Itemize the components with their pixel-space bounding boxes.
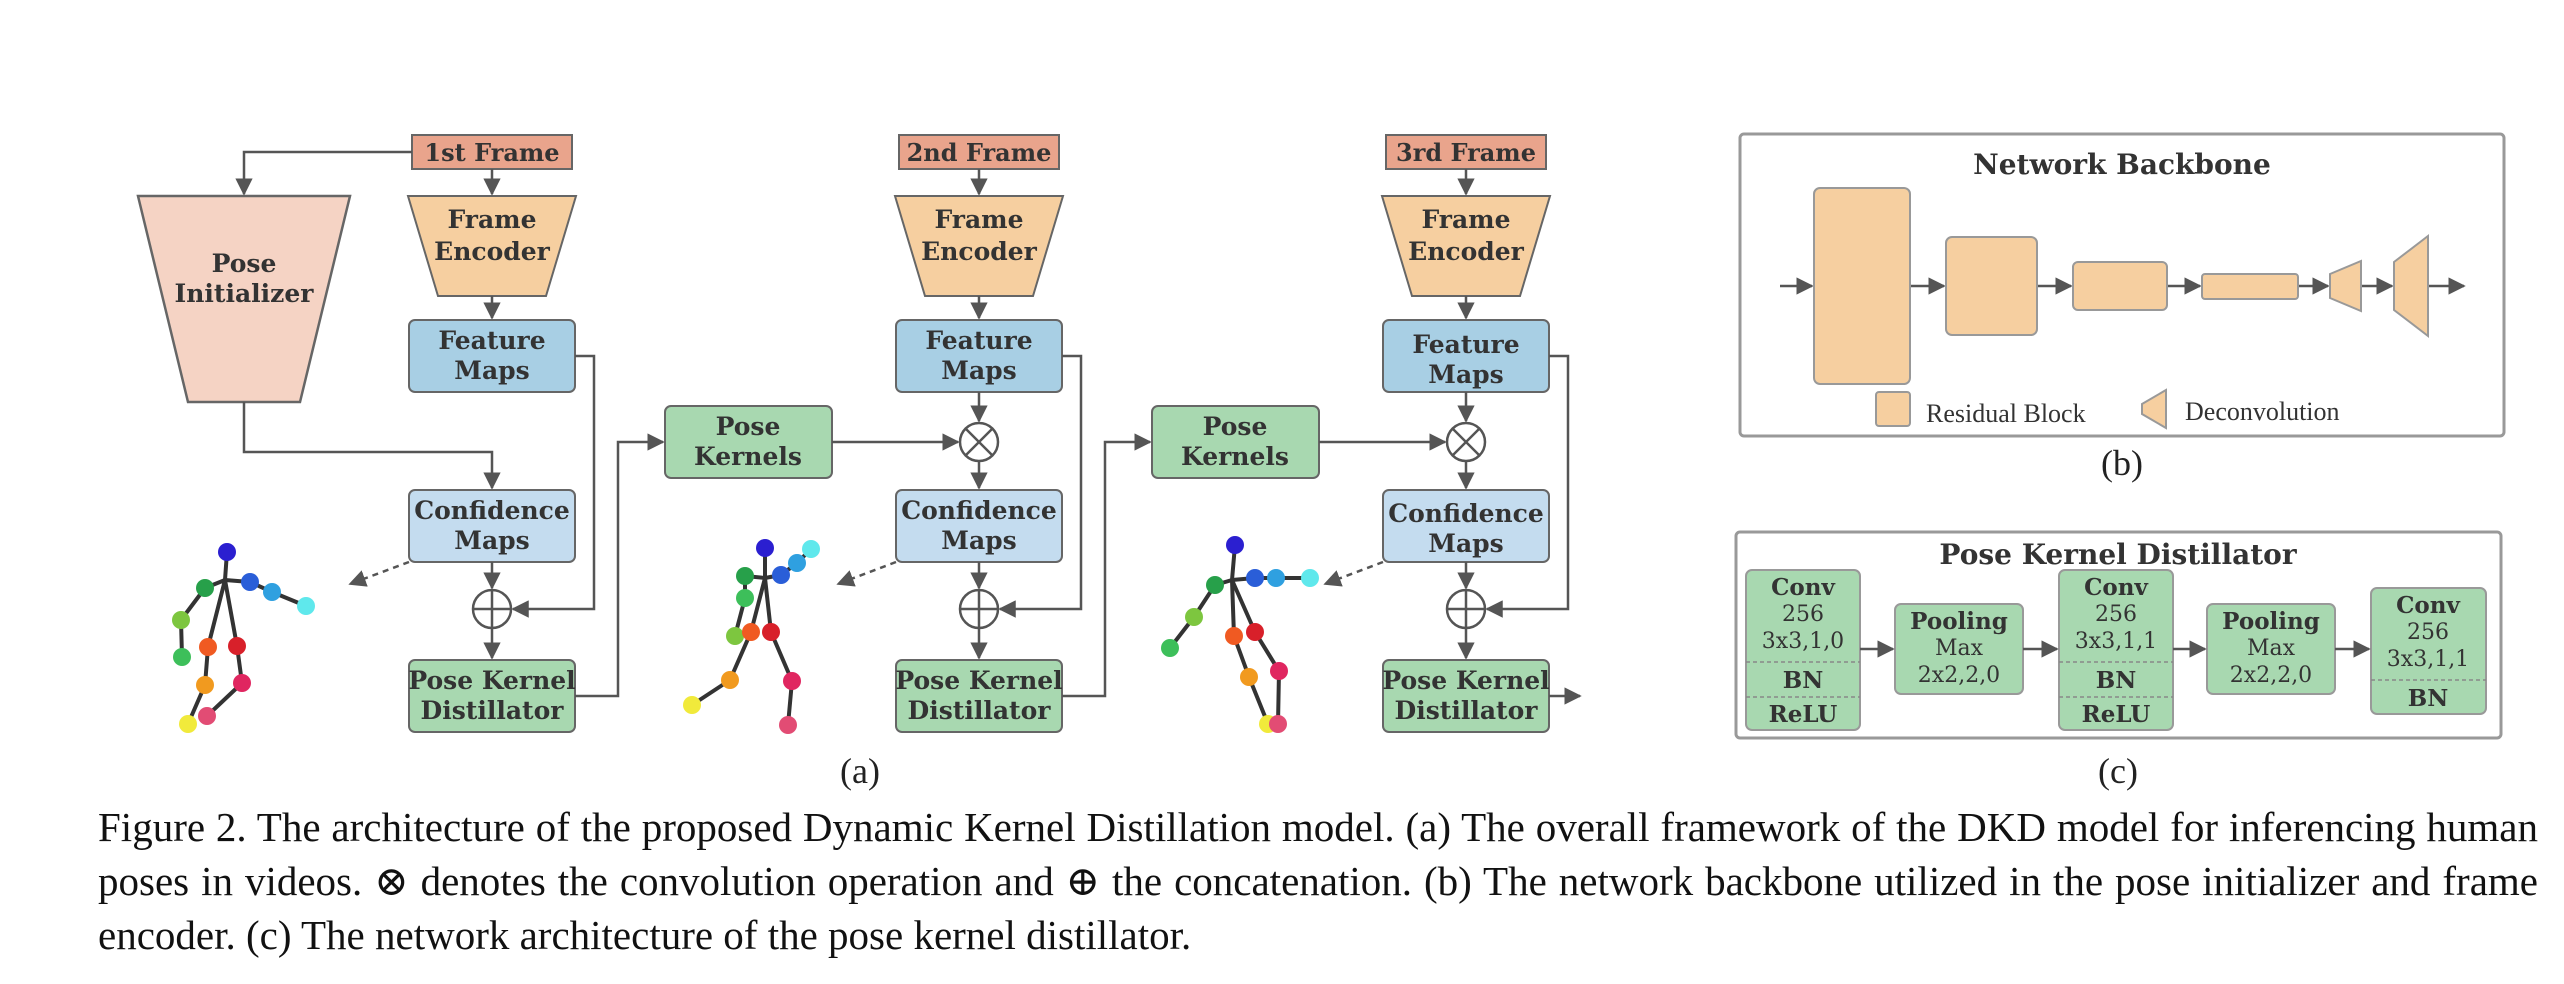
pooling-1-type: Max bbox=[1935, 636, 1984, 661]
frame-encoder-2-label-1: Frame bbox=[934, 205, 1023, 234]
pooling-2-params: 2x2,2,0 bbox=[2230, 663, 2312, 688]
residual-block-4 bbox=[2201, 273, 2299, 300]
residual-block-2 bbox=[1945, 236, 2038, 336]
deconvolution-1 bbox=[2329, 259, 2362, 313]
residual-block-3 bbox=[2072, 261, 2168, 311]
conv-1-channels: 256 bbox=[1782, 602, 1824, 627]
conv-2-label: Conv bbox=[2084, 574, 2148, 601]
pose-skeleton-2 bbox=[683, 539, 820, 734]
confidence-maps-2-label-2: Maps bbox=[941, 526, 1016, 555]
pkd-conv-block-2: Conv 256 3x3,1,1 BN ReLU bbox=[2058, 569, 2174, 731]
conv-3-label: Conv bbox=[2396, 592, 2460, 619]
frame-encoder-3-label-2: Encoder bbox=[1408, 237, 1525, 266]
pkd-3-label-2: Distillator bbox=[1395, 696, 1539, 725]
pkd-conv-block-3: Conv 256 3x3,1,1 BN bbox=[2370, 587, 2487, 715]
panel-a-caption: (a) bbox=[840, 751, 880, 791]
frame-3-label: 3rd Frame bbox=[1396, 138, 1536, 167]
panel-a: Pose Initializer 1st Frame Frame Encoder… bbox=[136, 134, 1582, 791]
column-frame-2: 2nd Frame Frame Encoder Feature Maps Con… bbox=[893, 134, 1065, 733]
legend-deconvolution-label: Deconvolution bbox=[2185, 397, 2340, 426]
pkd-1-label-2: Distillator bbox=[421, 696, 565, 725]
panel-c-caption: (c) bbox=[2098, 751, 2138, 791]
pose-kernels-1: Pose Kernels bbox=[664, 405, 833, 479]
feature-maps-2-label-1: Feature bbox=[925, 326, 1032, 355]
pose-initializer-label-2: Initializer bbox=[175, 279, 315, 308]
pose-initializer: Pose Initializer bbox=[136, 194, 352, 404]
feature-maps-2-label-2: Maps bbox=[941, 356, 1016, 385]
confidence-maps-3-label-1: Confidence bbox=[1388, 499, 1544, 528]
column-frame-1: 1st Frame Frame Encoder Feature Maps Con… bbox=[406, 134, 578, 733]
connectors-a bbox=[235, 150, 1582, 705]
pose-kernel-distillator-title: Pose Kernel Distillator bbox=[1939, 538, 2297, 571]
pkd-1-label-1: Pose Kernel bbox=[408, 666, 575, 695]
pkd-pooling-block-1: Pooling Max 2x2,2,0 bbox=[1894, 603, 2024, 695]
pose-skeleton-1 bbox=[172, 543, 315, 733]
confidence-maps-1-label-1: Confidence bbox=[414, 496, 570, 525]
frame-2-label: 2nd Frame bbox=[907, 138, 1052, 167]
residual-block-1 bbox=[1813, 187, 1911, 385]
conv-2-params: 3x3,1,1 bbox=[2075, 629, 2157, 654]
conv-3-channels: 256 bbox=[2407, 620, 2449, 645]
pose-kernels-1-label-2: Kernels bbox=[694, 442, 802, 471]
pose-kernels-2-label-2: Kernels bbox=[1181, 442, 1289, 471]
frame-encoder-2-label-2: Encoder bbox=[921, 237, 1038, 266]
pose-kernels-1-label-1: Pose bbox=[716, 412, 781, 441]
frame-encoder-3-label-1: Frame bbox=[1421, 205, 1510, 234]
conv-1-params: 3x3,1,0 bbox=[1762, 629, 1844, 654]
pose-initializer-label-1: Pose bbox=[212, 249, 277, 278]
feature-maps-1-label-1: Feature bbox=[438, 326, 545, 355]
confidence-maps-3-label-2: Maps bbox=[1428, 529, 1503, 558]
conv-3-bn: BN bbox=[2408, 685, 2448, 712]
pooling-2-type: Max bbox=[2247, 636, 2296, 661]
legend-residual-swatch bbox=[1875, 391, 1911, 427]
feature-maps-3-label-1: Feature bbox=[1412, 330, 1519, 359]
conv-2-bn: BN bbox=[2096, 667, 2136, 694]
conv-1-label: Conv bbox=[1771, 574, 1835, 601]
confidence-maps-1-label-2: Maps bbox=[454, 526, 529, 555]
frame-encoder-1-label-1: Frame bbox=[447, 205, 536, 234]
pooling-2-label: Pooling bbox=[2222, 608, 2320, 635]
network-backbone-title: Network Backbone bbox=[1973, 148, 2271, 181]
feature-maps-1-label-2: Maps bbox=[454, 356, 529, 385]
panel-b-caption: (b) bbox=[2101, 443, 2143, 483]
pooling-1-label: Pooling bbox=[1910, 608, 2008, 635]
panel-b: Network Backbone Residual Block Deconvol… bbox=[1738, 132, 2506, 483]
pkd-2-label-1: Pose Kernel bbox=[895, 666, 1062, 695]
frame-encoder-1-label-2: Encoder bbox=[434, 237, 551, 266]
legend-deconv-swatch bbox=[2141, 388, 2167, 430]
conv-1-relu: ReLU bbox=[1769, 701, 1838, 728]
pose-kernels-2: Pose Kernels bbox=[1151, 405, 1320, 479]
confidence-maps-2-label-1: Confidence bbox=[901, 496, 1057, 525]
figure-caption-text: Figure 2. The architecture of the propos… bbox=[98, 804, 2538, 958]
conv-1-bn: BN bbox=[1783, 667, 1823, 694]
pose-kernels-2-label-1: Pose bbox=[1203, 412, 1268, 441]
column-frame-3: 3rd Frame Frame Encoder Feature Maps Con… bbox=[1380, 134, 1552, 733]
deconvolution-2 bbox=[2393, 233, 2429, 339]
pkd-pooling-block-2: Pooling Max 2x2,2,0 bbox=[2206, 603, 2336, 695]
conv-3-params: 3x3,1,1 bbox=[2387, 647, 2469, 672]
conv-2-relu: ReLU bbox=[2082, 701, 2151, 728]
conv-2-channels: 256 bbox=[2095, 602, 2137, 627]
pooling-1-params: 2x2,2,0 bbox=[1918, 663, 2000, 688]
panel-c: Pose Kernel Distillator Conv 256 3x3,1,0… bbox=[1734, 530, 2503, 791]
architecture-figure: Pose Initializer 1st Frame Frame Encoder… bbox=[136, 132, 2506, 791]
pkd-2-label-2: Distillator bbox=[908, 696, 1052, 725]
pose-skeleton-3 bbox=[1161, 536, 1319, 733]
figure-caption: Figure 2. The architecture of the propos… bbox=[98, 800, 2538, 962]
pkd-conv-block-1: Conv 256 3x3,1,0 BN ReLU bbox=[1745, 569, 1861, 731]
legend-residual-label: Residual Block bbox=[1926, 399, 2086, 428]
pkd-3-label-1: Pose Kernel bbox=[1382, 666, 1549, 695]
frame-1-label: 1st Frame bbox=[424, 138, 559, 167]
feature-maps-3-label-2: Maps bbox=[1428, 360, 1503, 389]
